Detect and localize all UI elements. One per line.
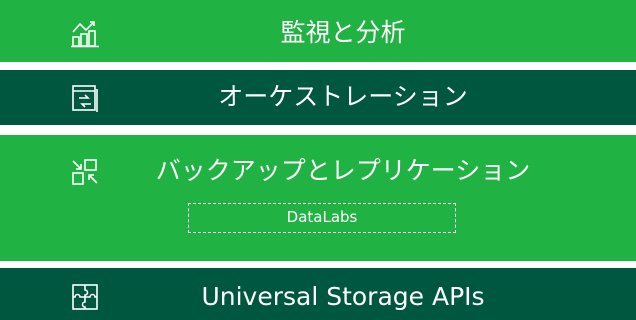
layer-label: Universal Storage APIs [201,282,485,311]
monitoring-chart-icon [70,18,100,48]
datalabs-box: DataLabs [188,203,456,233]
layer-monitoring-analytics: 監視と分析 [0,0,636,62]
puzzle-pieces-icon [70,282,100,312]
layer-orchestration: オーケストレーション [0,70,636,125]
backup-replication-arrows-icon [70,157,100,187]
layer-label: 監視と分析 [280,18,406,47]
layer-backup-replication: バックアップとレプリケーション DataLabs [0,135,636,261]
layer-universal-storage-apis: Universal Storage APIs [0,268,636,320]
layer-label: オーケストレーション [218,82,468,111]
layer-label: バックアップとレプリケーション [155,156,531,185]
datalabs-label: DataLabs [286,208,358,226]
orchestration-window-icon [70,83,100,113]
